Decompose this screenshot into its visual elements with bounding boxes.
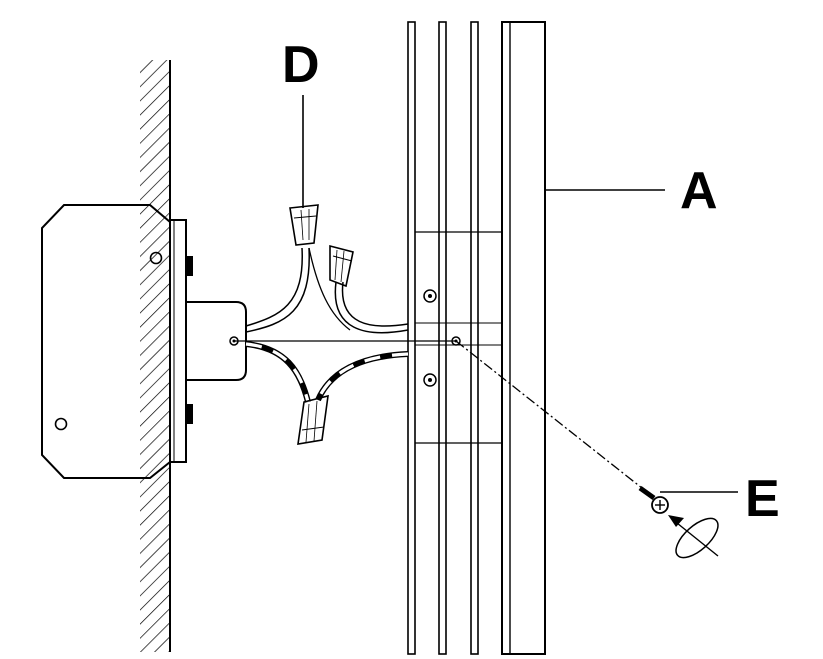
wire-connector-2 [329,244,354,288]
junction-box-hole-bottom [54,417,68,431]
wall-hatching [140,60,170,652]
label-a: A [680,162,718,220]
panel-hole-top [423,289,437,303]
leader-lines [302,95,738,493]
junction-box-hole-top [149,251,163,265]
wire-connectors [289,204,354,445]
panel-3 [470,21,479,655]
wire-upper-5 [308,247,351,331]
panel-2 [438,21,447,655]
wire-upper-4 [334,281,409,334]
wires [245,247,409,403]
wall [140,60,171,652]
screw-e [638,485,669,514]
label-e: E [745,470,780,528]
wire-upper-3 [341,281,409,327]
fixture-panels [407,21,546,655]
mounting-plate [169,219,247,463]
screw-axis-line [455,340,653,497]
wire-upper-1 [245,247,303,327]
panel-hole-bottom [423,373,437,387]
wire-connector-1 [289,204,319,246]
screw-head [651,496,669,514]
plate-nut-bottom [186,404,193,424]
wire-connector-3 [297,394,329,445]
rotate-arrow-icon [668,515,719,559]
alignment-lines [234,340,653,497]
label-d: D [282,36,320,94]
wire-lower-2 [315,351,409,402]
junction-box [41,204,171,479]
wire-upper-2 [245,247,310,333]
fixture-body-a [501,21,546,655]
panel-1 [407,21,416,655]
plate-nut-top [186,256,193,276]
